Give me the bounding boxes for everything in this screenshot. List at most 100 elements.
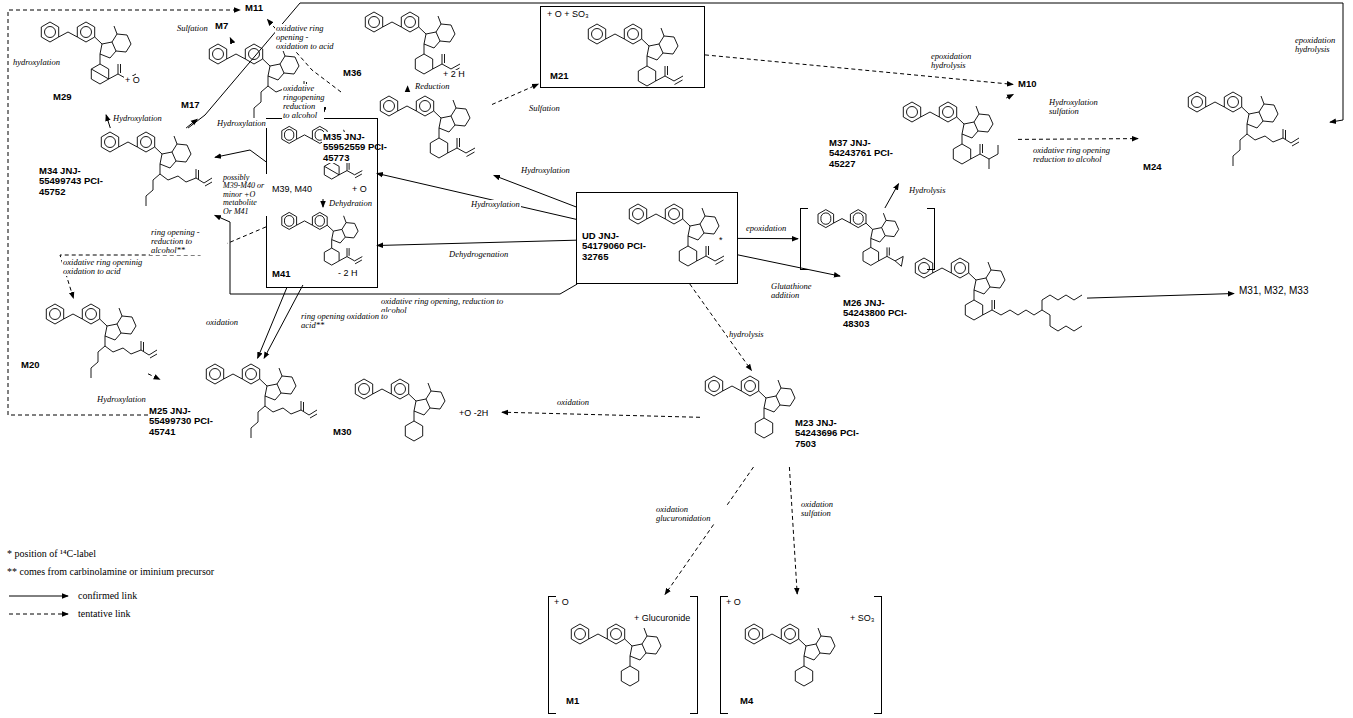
metabolite-node: M39, M40+ O	[271, 123, 375, 199]
structure-drawing	[46, 304, 157, 378]
tentative-link	[492, 84, 538, 104]
tentative-link	[407, 86, 408, 92]
metabolite-node: M23 JNJ-54243696 PCI-7503	[700, 372, 873, 467]
tentative-link	[665, 467, 753, 594]
legend-text: confirmed link	[78, 590, 137, 601]
node-text: + Glucuronide	[633, 614, 691, 624]
legend-sample	[8, 591, 72, 601]
bracket-group: + O + SO₃ M4	[720, 596, 882, 714]
reaction-label: oxidative ring opening, reduction to alc…	[380, 297, 522, 315]
metabolite-node: M10	[1015, 78, 1045, 94]
reaction-label: oxidative ring openinig oxidation to aci…	[62, 258, 159, 276]
metabolite-label: UD JNJ-54179060 PCI-32765	[581, 231, 661, 262]
metabolite-label: M37 JNJ-54243761 PCI-45227	[828, 138, 905, 169]
metabolite-node: M41- 2 H	[271, 209, 375, 285]
metabolite-label: M7	[214, 21, 229, 31]
tentative-link	[690, 284, 752, 370]
metabolite-node: M31, M32, M33	[1236, 283, 1328, 301]
node-text: - 2 H	[337, 269, 359, 279]
tentative-link	[789, 467, 797, 594]
metabolite-node: M34 JNJ-55499743 PCI-45752	[38, 128, 213, 224]
legend-sample	[8, 609, 72, 619]
reaction-label: oxidation glucuronidation	[655, 505, 727, 523]
reaction-label: Hydroxylation	[96, 395, 147, 404]
node-text: M31, M32, M33	[1238, 285, 1309, 296]
node-text: + O	[725, 598, 742, 608]
reaction-label: Hydroxylation	[216, 119, 267, 128]
legend-row: tentative link	[8, 608, 131, 619]
confirmed-link	[377, 240, 576, 245]
confirmed-link	[885, 184, 899, 208]
reaction-label: oxidation sulfation	[800, 500, 862, 518]
metabolite-label: M1	[565, 696, 580, 706]
tentative-link	[8, 10, 240, 415]
reaction-label: ring opening oxidation to acid**	[300, 312, 392, 330]
reaction-label: Glutathione addition	[770, 282, 832, 300]
structure-drawing	[355, 379, 445, 441]
outlined-box: + O + SO₃ M21	[540, 6, 705, 88]
tentative-link	[267, 20, 341, 93]
reaction-label: hydrolysis	[728, 330, 765, 339]
legend-line	[9, 613, 68, 614]
tentative-link	[60, 227, 266, 298]
reaction-label: Hydroxylation sulfation	[1048, 98, 1106, 116]
metabolite-label: M21	[549, 71, 569, 81]
metabolite-node: M36 + 2 H	[338, 8, 478, 84]
metabolite-node: M37 JNJ-54243761 PCI-45227	[828, 98, 1018, 182]
node-text: + 2 H	[442, 70, 466, 80]
reaction-label: hydroxylation	[12, 58, 61, 67]
reaction-label: oxidative ringopening reduction to alcoh…	[282, 84, 324, 120]
node-text: + O	[124, 76, 141, 86]
reaction-label: Hydroxylation	[520, 166, 571, 175]
metabolite-label: M34 JNJ-55499743 PCI-45752	[38, 166, 115, 197]
structure-drawing	[365, 12, 460, 74]
reaction-label: epoxidation hydrolysis	[1294, 36, 1342, 54]
reaction-label: Dehydrogenation	[448, 250, 509, 259]
metabolite-label: M10	[1017, 79, 1037, 89]
node-text: + SO₃	[849, 614, 875, 624]
reaction-label: epoxidation	[745, 224, 787, 233]
reaction-label: Sulfation	[528, 104, 561, 113]
node-text: + O	[553, 598, 570, 608]
node-text: +O -2H	[458, 409, 489, 419]
reaction-label: epoxidation hydrolysis	[930, 52, 984, 70]
legend-text: tentative link	[78, 608, 131, 619]
metabolite-label: M20	[20, 360, 40, 370]
metabolite-label: M11	[244, 3, 264, 13]
metabolite-label: M23 JNJ-54243696 PCI-7503	[794, 418, 870, 449]
reaction-label: oxidative ring opening reduction to alco…	[1032, 146, 1134, 164]
confirmed-link	[215, 215, 578, 294]
tentative-link	[1006, 95, 1013, 99]
tentative-link	[502, 412, 700, 417]
reaction-label: oxidation	[556, 398, 590, 407]
reaction-label: Sulfation	[176, 24, 209, 33]
metabolite-label: M17	[180, 100, 200, 110]
confirmed-link	[1087, 294, 1234, 299]
metabolite-label: M29	[52, 92, 72, 102]
reaction-label: Reduction	[414, 82, 450, 91]
reaction-label: Hydrolysis	[908, 186, 947, 195]
metabolite-label: M4	[739, 696, 754, 706]
reaction-label: Dehydration	[328, 199, 373, 208]
confirmed-link	[377, 173, 576, 219]
confirmed-link	[738, 238, 798, 239]
node-text: + O + SO₃	[546, 10, 590, 20]
metabolite-label: M24	[1142, 162, 1162, 172]
structure-drawing	[705, 376, 795, 438]
metabolite-label: M26 JNJ-54243800 PCI-48303	[842, 298, 922, 329]
tentative-link	[148, 374, 160, 380]
reaction-label: oxidation	[205, 318, 239, 327]
metabolite-node: M25 JNJ-55499730 PCI-45741	[148, 360, 320, 470]
structure-drawing	[903, 102, 998, 169]
confirmed-link	[264, 285, 303, 358]
metabolite-label: M30	[332, 427, 352, 437]
footnote: * position of ¹⁴C-label	[6, 548, 97, 559]
metabolite-label: M36	[342, 68, 362, 78]
structure-drawing	[1188, 92, 1299, 166]
metabolite-node: M35 JNJ-55952559 PCI-45773	[322, 92, 492, 192]
structure-drawing	[282, 212, 363, 265]
reaction-label: Hydroxylation	[470, 200, 521, 209]
tentative-link	[1018, 138, 1138, 140]
metabolite-node: M26 JNJ-54243800 PCI-48303	[842, 252, 1087, 352]
